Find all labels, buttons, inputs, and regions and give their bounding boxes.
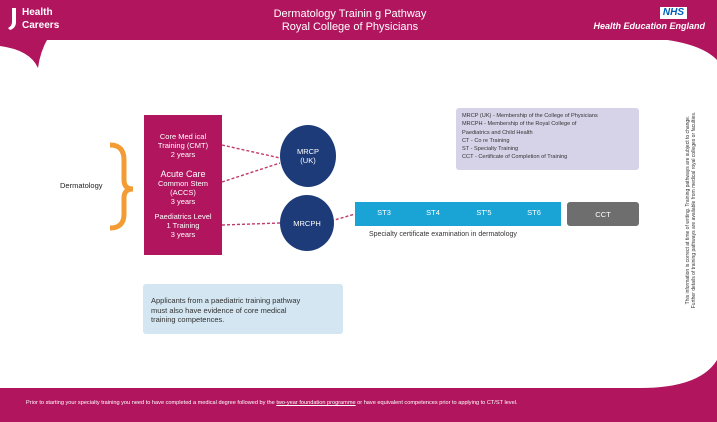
cmt-line-2: Training (CMT) [157,141,209,150]
foundation-programme-link[interactable]: two-year foundation programme [276,400,356,406]
legend-line-4: CT - Co re Training [462,137,510,144]
mrcph-circle: MRCPH [280,195,334,251]
footer-text: Prior to starting your specialty trainin… [26,400,518,406]
paediatric-note: Applicants from a paediatric training pa… [143,284,343,334]
brace-icon [109,142,134,231]
nhs-logo: NHS [659,7,687,19]
logo-line-health: Health [22,7,53,18]
abbreviations-legend: MRCP (UK) - Membership of the College of… [456,108,639,170]
cmt-line-1: Core Med ical [159,132,207,141]
paed-group: Paediatrics Level 1 Training 3 years [144,212,222,239]
cmt-line-3: 2 years [170,150,196,159]
mrcp-line-1: MRCP [296,147,320,156]
specialty-exam-label: Specialty certificate examination in der… [369,231,517,238]
stage-st6: ST6 [527,208,541,217]
hee-logo-text: Health Education England [593,21,705,31]
accs-line-2: Common Stem [157,179,208,188]
legend-line-1: MRCP (UK) - Membership of the College of… [462,113,598,119]
legend-line-2: MRCPH - Membership of the Royal College … [462,121,577,128]
cct-label: CCT [595,209,611,219]
cmt-group: Core Med ical Training (CMT) 2 years [144,132,222,159]
accs-line-4: 3 years [170,197,196,206]
mrcp-circle: MRCP (UK) [280,125,336,187]
accs-group: Acute Care Common Stem (ACCS) 3 years [144,169,222,206]
note-line-3: training competences. [151,315,225,324]
header-bar: Health Careers Dermatology Trainin g Pat… [0,0,717,40]
logo-line-careers: Careers [22,20,60,31]
mrcp-line-2: (UK) [300,156,316,165]
footer-text-before: Prior to starting your specialty trainin… [26,400,277,406]
legend-line-3: Paediatrics and Child Health [462,129,533,136]
stage-st5: ST'5 [476,208,492,217]
paed-line-3: 3 years [170,230,196,239]
specialty-training-bar [355,202,561,226]
mrcph-label: MRCPH [293,218,321,228]
connector-lines [221,144,356,226]
accs-line-1: Acute Care [160,169,206,179]
note-line-1: Applicants from a paediatric training pa… [151,296,301,305]
page-title: Dermatology Trainin g Pathway [273,8,427,20]
footer-text-after: or have equivalent competences prior to … [355,400,518,406]
paed-line-2: 1 Training [166,221,200,230]
dermatology-label: Dermatology [60,181,103,190]
page-subtitle: Royal College of Physicians [281,21,419,33]
cct-box: CCT [567,202,639,226]
disclaimer-line-2: Further details of training pathways are… [691,111,697,309]
footer-bar: Prior to starting your specialty trainin… [0,388,717,422]
accs-line-3: (ACCS) [170,188,196,197]
stage-st4: ST4 [426,208,440,217]
note-line-2: must also have evidence of core medical [151,305,287,315]
logo-mark-icon [8,8,16,30]
entry-pathways-box: Core Med ical Training (CMT) 2 years Acu… [144,115,222,255]
legend-line-5: ST - Specialty Training [462,146,519,153]
disclaimer-vertical: This information is correct at time of w… [678,100,704,320]
footer-curve-decoration [640,360,717,388]
paed-line-1: Paediatrics Level [154,212,212,221]
legend-line-6: CCT - Certificate of Completion of Train… [462,154,568,161]
stage-st3: ST3 [377,208,391,217]
